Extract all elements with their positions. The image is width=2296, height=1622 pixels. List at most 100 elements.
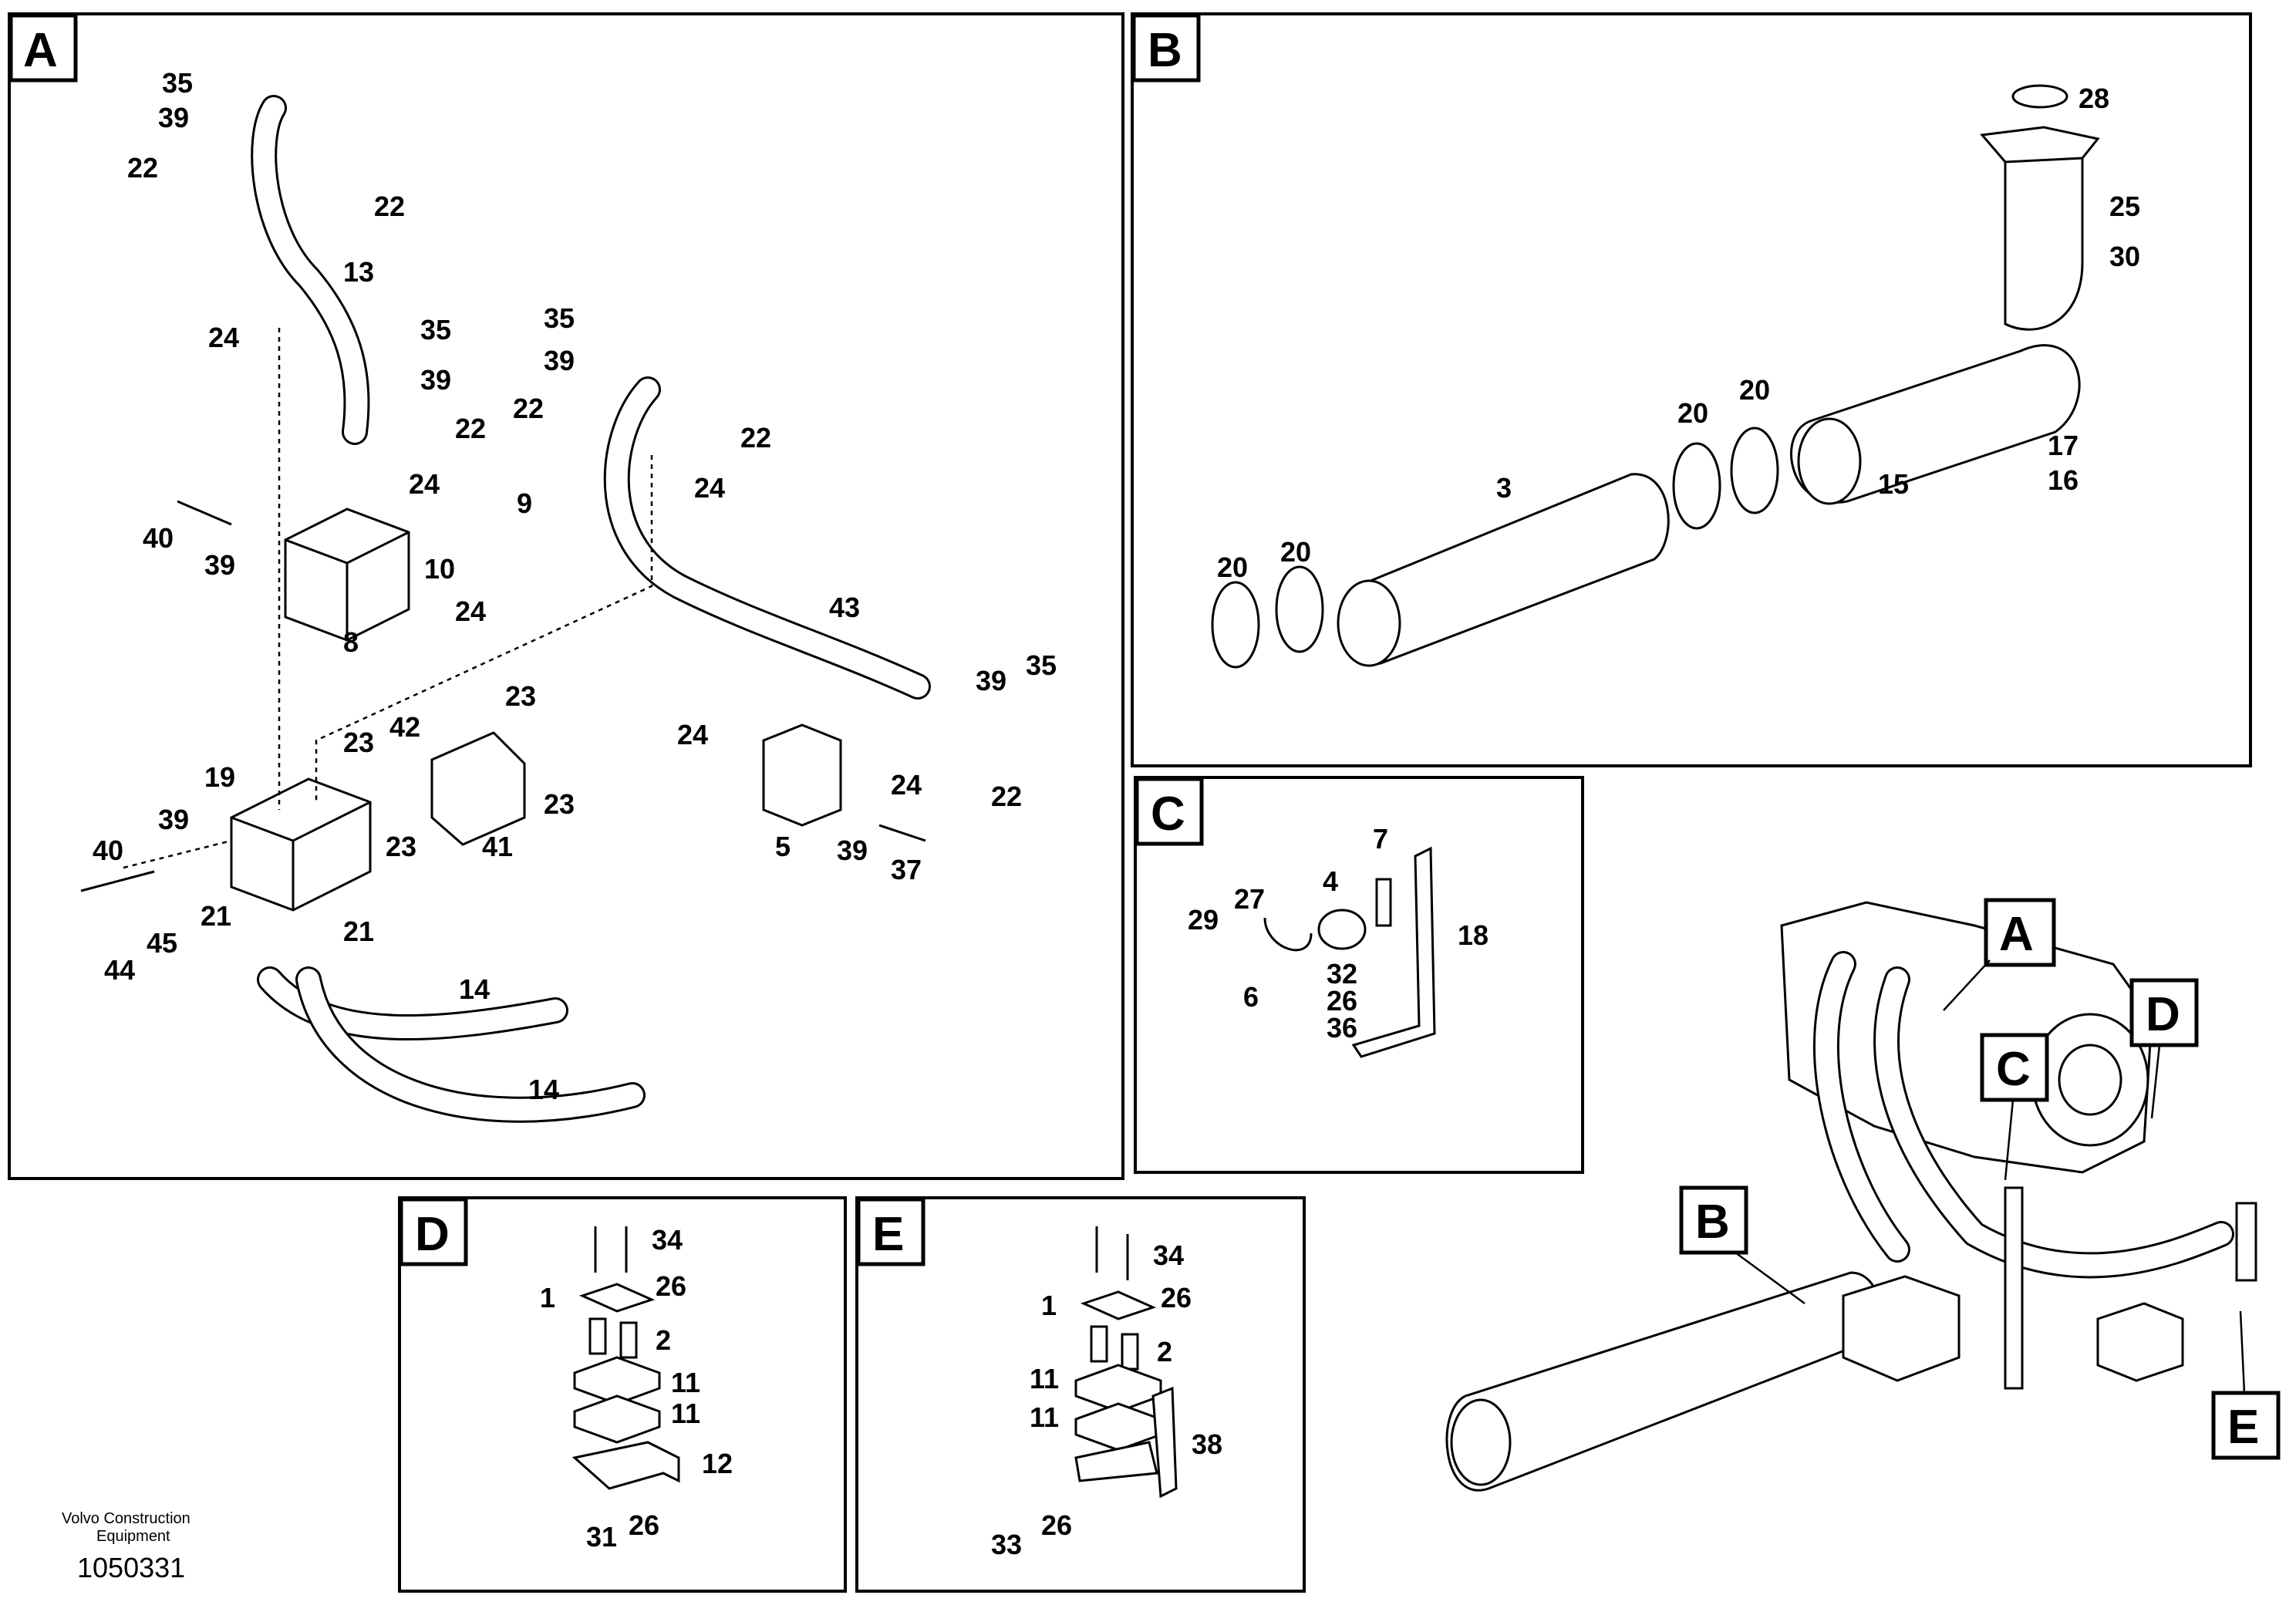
label-15: 15 bbox=[1878, 468, 1909, 500]
overview-tag-e: E bbox=[2227, 1401, 2259, 1454]
label-29: 29 bbox=[1188, 904, 1219, 936]
panel-c-labels: 7 29 27 4 18 32 26 36 6 bbox=[1188, 823, 1489, 1044]
label-22: 22 bbox=[455, 413, 486, 444]
label-21: 21 bbox=[343, 916, 374, 947]
label-39: 39 bbox=[837, 835, 868, 866]
label-40: 40 bbox=[143, 522, 174, 554]
panel-a-tag: A bbox=[23, 24, 58, 77]
label-42: 42 bbox=[389, 711, 420, 743]
drawing-number: 1050331 bbox=[77, 1552, 185, 1583]
label-35: 35 bbox=[420, 314, 451, 346]
label-35: 35 bbox=[544, 302, 575, 334]
label-24: 24 bbox=[694, 472, 725, 504]
label-4: 4 bbox=[1323, 865, 1338, 897]
label-7: 7 bbox=[1373, 823, 1388, 855]
label-23: 23 bbox=[544, 788, 575, 820]
label-17: 17 bbox=[2048, 430, 2079, 461]
label-24: 24 bbox=[208, 322, 239, 353]
label-13: 13 bbox=[343, 256, 374, 288]
label-11: 11 bbox=[1030, 1363, 1059, 1394]
label-11: 11 bbox=[671, 1398, 700, 1429]
label-20: 20 bbox=[1280, 536, 1311, 568]
label-6: 6 bbox=[1243, 981, 1259, 1013]
label-22: 22 bbox=[513, 393, 544, 424]
label-38: 38 bbox=[1192, 1428, 1222, 1460]
label-9: 9 bbox=[517, 487, 532, 519]
label-1: 1 bbox=[1041, 1290, 1057, 1321]
label-32: 32 bbox=[1327, 958, 1357, 990]
label-8: 8 bbox=[343, 626, 359, 658]
label-22: 22 bbox=[374, 191, 405, 222]
label-19: 19 bbox=[204, 761, 235, 793]
label-22: 22 bbox=[127, 152, 158, 184]
label-35: 35 bbox=[1026, 649, 1057, 681]
label-26: 26 bbox=[629, 1509, 659, 1541]
label-35: 35 bbox=[162, 67, 193, 99]
label-22: 22 bbox=[991, 781, 1022, 812]
label-23: 23 bbox=[505, 680, 536, 712]
label-24: 24 bbox=[455, 595, 486, 627]
label-1: 1 bbox=[540, 1282, 555, 1313]
panel-c-tag: C bbox=[1151, 787, 1185, 841]
overview-tag-a: A bbox=[1999, 908, 2034, 961]
label-34: 34 bbox=[1153, 1239, 1184, 1271]
label-23: 23 bbox=[343, 727, 374, 758]
label-14: 14 bbox=[528, 1074, 559, 1105]
panel-b: B bbox=[1131, 12, 2252, 767]
company-name-line2: Equipment bbox=[96, 1528, 170, 1545]
overview-tag-b: B bbox=[1695, 1195, 1730, 1249]
label-45: 45 bbox=[147, 927, 177, 959]
panel-b-labels: 28 25 30 20 20 3 15 17 16 20 20 bbox=[1217, 83, 2140, 583]
label-5: 5 bbox=[775, 831, 791, 862]
label-26: 26 bbox=[1161, 1282, 1192, 1313]
panel-b-tag: B bbox=[1148, 24, 1182, 77]
label-12: 12 bbox=[702, 1448, 733, 1479]
label-39: 39 bbox=[158, 804, 189, 835]
label-39: 39 bbox=[976, 665, 1006, 696]
panel-c: C bbox=[1134, 776, 1584, 1174]
label-26: 26 bbox=[1041, 1509, 1072, 1541]
label-27: 27 bbox=[1234, 883, 1265, 915]
label-18: 18 bbox=[1458, 919, 1489, 951]
label-21: 21 bbox=[201, 900, 231, 932]
label-39: 39 bbox=[204, 549, 235, 581]
label-33: 33 bbox=[991, 1529, 1022, 1560]
company-name-line1: Volvo Construction bbox=[62, 1510, 190, 1527]
label-30: 30 bbox=[2109, 241, 2140, 272]
label-25: 25 bbox=[2109, 191, 2140, 222]
label-11: 11 bbox=[1030, 1401, 1059, 1433]
label-2: 2 bbox=[656, 1324, 671, 1356]
panel-a-labels: 35 39 22 22 13 24 35 39 22 24 9 40 39 10… bbox=[93, 67, 1057, 1105]
label-39: 39 bbox=[544, 345, 575, 376]
label-20: 20 bbox=[1739, 374, 1770, 406]
label-23: 23 bbox=[386, 831, 416, 862]
label-16: 16 bbox=[2048, 464, 2079, 496]
overview-tag-c: C bbox=[1996, 1043, 2031, 1096]
label-34: 34 bbox=[652, 1224, 683, 1256]
label-3: 3 bbox=[1496, 472, 1512, 504]
label-44: 44 bbox=[104, 954, 135, 986]
label-41: 41 bbox=[482, 831, 513, 862]
panel-e-labels: 34 1 26 2 11 11 38 33 26 bbox=[991, 1239, 1222, 1560]
label-37: 37 bbox=[891, 854, 922, 885]
label-43: 43 bbox=[829, 592, 860, 623]
label-22: 22 bbox=[740, 422, 771, 454]
label-2: 2 bbox=[1157, 1336, 1172, 1367]
label-40: 40 bbox=[93, 835, 123, 866]
panel-d: D bbox=[398, 1196, 847, 1593]
label-14: 14 bbox=[459, 973, 490, 1005]
panel-a: A bbox=[8, 12, 1124, 1180]
label-24: 24 bbox=[891, 769, 922, 801]
label-28: 28 bbox=[2079, 83, 2109, 114]
label-26: 26 bbox=[656, 1270, 686, 1302]
assembly-overview: A C D B E bbox=[1445, 898, 2281, 1492]
label-11: 11 bbox=[671, 1367, 700, 1398]
panel-e: E bbox=[855, 1196, 1306, 1593]
label-39: 39 bbox=[158, 102, 189, 133]
panel-d-tag: D bbox=[415, 1208, 450, 1261]
overview-tag-d: D bbox=[2146, 988, 2180, 1041]
label-39: 39 bbox=[420, 364, 451, 396]
label-10: 10 bbox=[424, 553, 455, 585]
label-36: 36 bbox=[1327, 1012, 1357, 1044]
